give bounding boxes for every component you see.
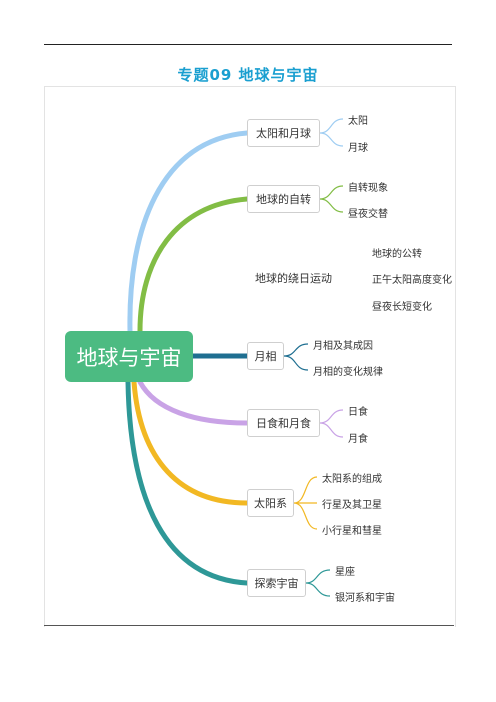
footer-rule: [44, 625, 454, 626]
leaf-galaxy-universe[interactable]: 银河系和宇宙: [335, 593, 395, 604]
leaf-lunar-eclipse[interactable]: 月食: [348, 434, 368, 445]
page-title: 专题09 地球与宇宙: [177, 66, 319, 84]
leaf-earth-revolution[interactable]: 地球的公转: [372, 249, 422, 260]
leaf-day-length-change[interactable]: 昼夜长短变化: [372, 302, 432, 313]
branch-eclipse[interactable]: 日食和月食: [247, 409, 320, 437]
leaf-solar-system-composition[interactable]: 太阳系的组成: [322, 474, 382, 485]
bracket-moon-phase: [283, 343, 309, 371]
connector-explore: [125, 379, 250, 586]
bracket-rotation: [319, 185, 344, 213]
leaf-moon-phase-pattern[interactable]: 月相的变化规律: [313, 367, 383, 378]
leaf-constellations[interactable]: 星座: [335, 567, 355, 578]
leaf-planets-satellites[interactable]: 行星及其卫星: [322, 500, 382, 511]
leaf-noon-sun-height[interactable]: 正午太阳高度变化: [372, 275, 452, 286]
branch-sun-moon[interactable]: 太阳和月球: [247, 119, 320, 147]
connector-eclipse: [137, 379, 250, 426]
leaf-solar-eclipse[interactable]: 日食: [348, 407, 368, 418]
connector-sun-moon: [127, 130, 250, 334]
branch-solar-system[interactable]: 太阳系: [247, 489, 294, 517]
leaf-day-night-alternation[interactable]: 昼夜交替: [348, 209, 388, 220]
leaf-sun[interactable]: 太阳: [348, 116, 368, 127]
leaf-moon-phase-cause[interactable]: 月相及其成因: [313, 341, 373, 352]
root-node[interactable]: 地球与宇宙: [65, 331, 193, 382]
leaf-asteroids-comets[interactable]: 小行星和彗星: [322, 526, 382, 537]
branch-explore-universe[interactable]: 探索宇宙: [247, 569, 306, 597]
branch-earth-rotation[interactable]: 地球的自转: [247, 185, 320, 213]
leaf-rotation-phenomena[interactable]: 自转现象: [348, 183, 388, 194]
branch-earth-revolution[interactable]: 地球的绕日运动: [255, 272, 332, 285]
bracket-eclipse: [319, 409, 344, 438]
bracket-sun-moon: [319, 118, 344, 147]
bracket-solar-system: [293, 476, 318, 530]
branch-moon-phase[interactable]: 月相: [247, 342, 284, 370]
header-rule: [44, 44, 452, 45]
mindmap-frame: [44, 86, 456, 627]
bracket-explore: [305, 569, 331, 597]
leaf-moon[interactable]: 月球: [348, 143, 368, 154]
connector-solar-system: [131, 379, 250, 506]
connector-rotation: [137, 196, 250, 334]
